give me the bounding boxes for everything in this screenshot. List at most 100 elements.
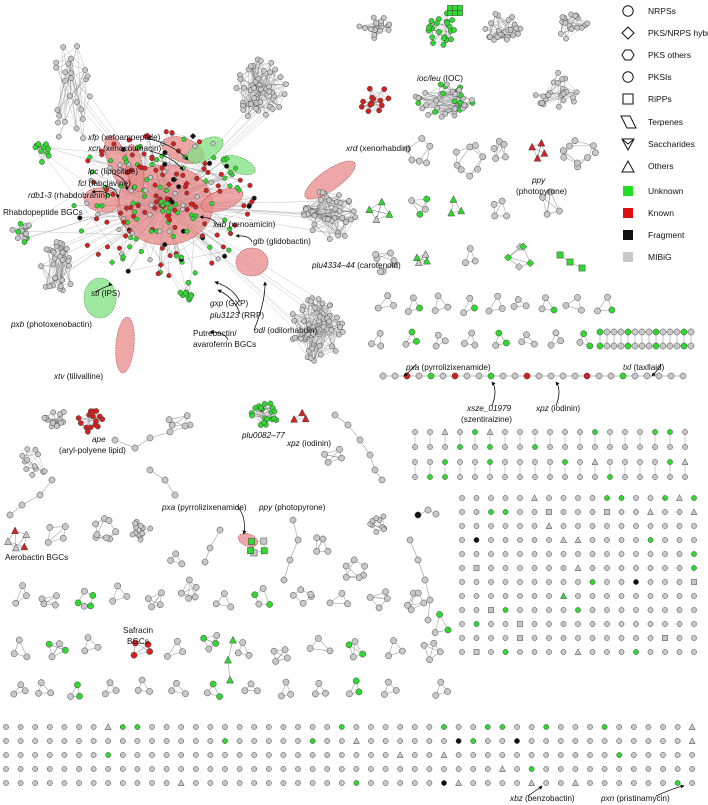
node [422, 89, 429, 96]
node [222, 766, 228, 772]
node [119, 780, 126, 786]
edge [56, 67, 91, 97]
legend: NRPSs PKS/NRPS hybrids PKS others PKSIs … [620, 5, 708, 262]
node [263, 111, 269, 118]
node [76, 766, 82, 772]
node [11, 526, 19, 534]
node [280, 752, 287, 758]
label-putrebactin-2: avaroferrin BGCs [193, 340, 256, 349]
node [157, 261, 165, 269]
node [132, 520, 138, 527]
node [167, 217, 173, 223]
node [153, 167, 159, 173]
edge [243, 87, 261, 103]
node [356, 436, 364, 444]
node [338, 738, 345, 744]
node [427, 429, 433, 435]
node [470, 724, 477, 730]
node [84, 73, 91, 80]
node [172, 190, 178, 196]
node [159, 165, 165, 171]
edge [63, 46, 86, 71]
edge [294, 299, 319, 321]
annotation-labels: xfp (xefoampeptide) xcn (xenocoumacin) l… [3, 74, 670, 803]
node [95, 211, 101, 217]
node [339, 215, 346, 221]
node [94, 643, 102, 651]
edge [292, 313, 324, 327]
node [676, 509, 683, 515]
node [540, 149, 549, 157]
node [545, 92, 552, 99]
node [616, 724, 623, 730]
node [128, 235, 134, 241]
node [560, 579, 567, 585]
edge [27, 449, 45, 472]
node [688, 723, 696, 730]
node [170, 141, 177, 147]
node [226, 247, 232, 253]
node [146, 688, 153, 695]
node [455, 724, 462, 730]
node [522, 302, 530, 310]
node [295, 724, 301, 730]
node [183, 180, 190, 187]
node [237, 177, 243, 183]
node [486, 428, 494, 435]
node [350, 556, 358, 564]
node [687, 328, 695, 336]
node [84, 200, 90, 206]
node [134, 766, 141, 772]
node [604, 593, 610, 599]
node [133, 236, 139, 242]
node [155, 271, 161, 277]
node [326, 599, 334, 607]
node [433, 20, 440, 27]
node [317, 351, 324, 358]
edge [80, 419, 103, 424]
node [277, 74, 284, 80]
node [251, 780, 258, 786]
node [218, 171, 224, 177]
node [56, 112, 63, 119]
edge [292, 305, 331, 340]
node [604, 607, 610, 613]
node [61, 766, 68, 772]
node [455, 738, 462, 744]
node [202, 177, 210, 185]
node [170, 233, 176, 240]
node [652, 444, 658, 450]
node [47, 689, 55, 697]
node [344, 600, 351, 608]
node [311, 212, 318, 219]
edge [59, 46, 78, 116]
node [509, 14, 515, 20]
node [488, 495, 494, 501]
edge [312, 201, 349, 231]
label-ape-name: (aryl-polyene lipid) [59, 446, 126, 455]
node [81, 587, 88, 595]
node [24, 446, 31, 453]
node [326, 302, 333, 309]
node [427, 459, 433, 465]
node [377, 197, 386, 206]
node [162, 242, 168, 248]
node [492, 155, 499, 162]
node [490, 201, 498, 208]
node [188, 201, 194, 207]
node [326, 197, 332, 204]
node [334, 314, 340, 321]
label-txl: txl (taxllaid) [623, 363, 665, 372]
edge [78, 417, 96, 422]
legend-saccharides: Saccharides [621, 138, 695, 152]
node [543, 752, 550, 758]
node [638, 328, 646, 336]
node [589, 649, 596, 655]
node [385, 652, 392, 660]
node [691, 551, 697, 557]
node [440, 90, 446, 97]
cluster-blob [115, 316, 135, 374]
node [253, 687, 261, 695]
node [631, 372, 639, 380]
node [57, 283, 64, 290]
